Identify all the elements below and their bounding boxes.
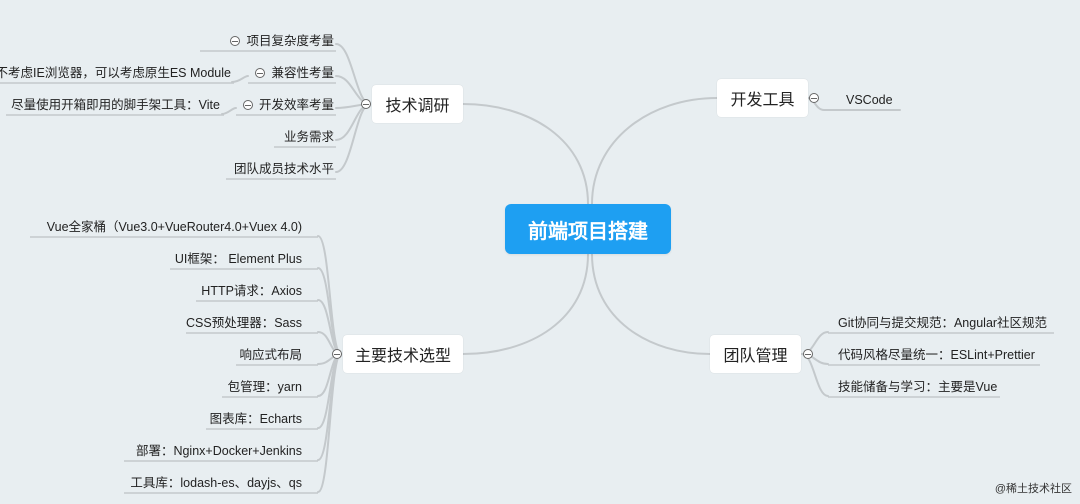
collapse-complexity-icon[interactable]: [230, 36, 240, 46]
collapse-tools-icon[interactable]: [809, 93, 819, 103]
collapse-tech-icon[interactable]: [332, 349, 342, 359]
leaf-research-3[interactable]: 业务需求: [283, 130, 334, 144]
leaf-tech-8[interactable]: 工具库：lodash-es、dayjs、qs: [130, 476, 302, 490]
leaf-compat-detail[interactable]: 不考虑IE浏览器，可以考虑原生ES Module: [0, 66, 231, 80]
branch-team-label: 团队管理: [723, 348, 788, 365]
leaf-tech-0[interactable]: Vue全家桶（Vue3.0+VueRouter4.0+Vuex 4.0): [46, 220, 302, 234]
leaf-tools-0[interactable]: VSCode: [846, 93, 893, 107]
leaf-team-0[interactable]: Git协同与提交规范：Angular社区规范: [838, 316, 1048, 330]
leaf-tech-3[interactable]: CSS预处理器：Sass: [186, 316, 302, 330]
leaf-team-1[interactable]: 代码风格尽量统一：ESLint+Prettier: [838, 348, 1035, 362]
leaf-tech-4[interactable]: 响应式布局: [239, 348, 302, 362]
leaf-research-4[interactable]: 团队成员技术水平: [233, 162, 334, 176]
branch-tools-label: 开发工具: [730, 92, 795, 109]
leaf-efficiency-detail[interactable]: 尽量使用开箱即用的脚手架工具：Vite: [11, 98, 220, 112]
watermark: @稀土技术社区: [994, 483, 1072, 495]
branch-tools[interactable]: 开发工具: [717, 79, 808, 117]
root-label: 前端项目搭建: [528, 220, 648, 243]
leaf-tech-1[interactable]: UI框架： Element Plus: [174, 252, 302, 266]
collapse-efficiency-icon[interactable]: [243, 100, 253, 110]
branch-research-label: 技术调研: [385, 98, 450, 115]
leaf-tech-5[interactable]: 包管理：yarn: [227, 380, 302, 394]
collapse-research-icon[interactable]: [361, 99, 371, 109]
branch-team[interactable]: 团队管理: [710, 335, 801, 373]
root-node[interactable]: 前端项目搭建: [505, 204, 671, 254]
leaf-tech-6[interactable]: 图表库：Echarts: [209, 412, 302, 426]
branch-tech[interactable]: 主要技术选型: [343, 335, 463, 373]
leaf-research-1[interactable]: 兼容性考量: [271, 66, 334, 80]
branch-tech-label: 主要技术选型: [354, 348, 451, 365]
leaf-research-2[interactable]: 开发效率考量: [258, 98, 334, 112]
collapse-team-icon[interactable]: [803, 349, 813, 359]
collapse-compat-icon[interactable]: [255, 68, 265, 78]
leaf-team-2[interactable]: 技能储备与学习：主要是Vue: [838, 380, 998, 394]
leaf-research-0[interactable]: 项目复杂度考量: [246, 34, 334, 48]
leaf-tech-2[interactable]: HTTP请求：Axios: [201, 284, 302, 298]
branch-research[interactable]: 技术调研: [372, 85, 463, 123]
leaf-tech-7[interactable]: 部署：Nginx+Docker+Jenkins: [135, 444, 302, 458]
